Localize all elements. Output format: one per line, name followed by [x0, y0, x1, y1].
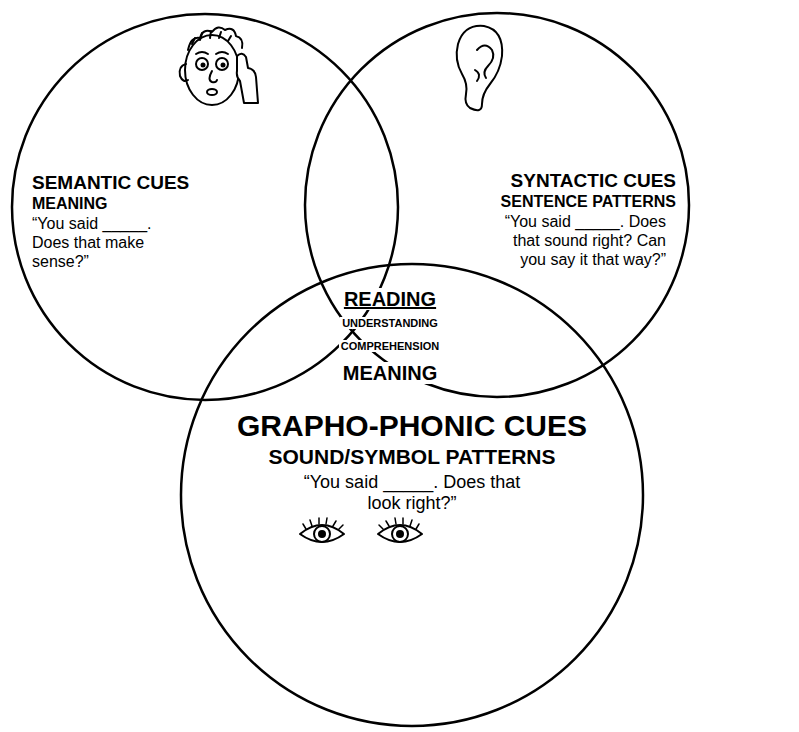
- eye-pupil: [318, 530, 326, 538]
- face-eye: [196, 58, 208, 70]
- eyes-icon: [300, 518, 422, 542]
- circle-outline: [181, 264, 643, 726]
- eye-lashes: [379, 518, 419, 529]
- prompt-question: “You said _____. Does that sound right? …: [501, 213, 666, 270]
- eye-pupil: [396, 530, 404, 538]
- center-label: MEANING: [341, 362, 439, 384]
- thinking-face-icon: [180, 27, 258, 105]
- prompt-question: “You said _____. Does that make sense?”: [32, 215, 172, 272]
- ear-icon: [457, 26, 503, 110]
- face-eye: [216, 58, 228, 70]
- prompt-question: “You said _____. Does that look right?”: [292, 472, 532, 514]
- ear-outline: [457, 26, 503, 110]
- eye-outline: [300, 525, 344, 542]
- face-pupil: [221, 63, 226, 68]
- center-label: COMPREHENSION: [339, 340, 441, 352]
- cue-circle: GRAPHO-PHONIC CUESSOUND/SYMBOL PATTERNS“…: [178, 261, 646, 729]
- hair-strands: [192, 31, 231, 44]
- hair-scribble: [188, 27, 242, 50]
- face-brows: [196, 52, 228, 54]
- cue-subheading: SENTENCE PATTERNS: [501, 193, 676, 212]
- ear-lobe-fold: [475, 70, 479, 81]
- face-outline: [185, 35, 239, 105]
- eye-iris: [392, 526, 408, 542]
- pointing-hand: [237, 54, 258, 103]
- face-mouth: [207, 89, 217, 95]
- cue-heading: GRAPHO-PHONIC CUES: [237, 408, 587, 443]
- circle-outline: [305, 13, 689, 397]
- cue-heading: SYNTACTIC CUES: [511, 170, 676, 192]
- cue-subheading: MEANING: [32, 195, 108, 214]
- eye-lashes: [303, 518, 343, 529]
- face-ear: [180, 64, 188, 81]
- eye-outline: [378, 525, 422, 542]
- center-label: READING: [342, 288, 438, 310]
- eye-iris: [314, 526, 330, 542]
- cue-subheading: SOUND/SYMBOL PATTERNS: [268, 445, 555, 470]
- face-nose: [210, 71, 218, 82]
- face-pupil: [201, 63, 206, 68]
- cue-heading: SEMANTIC CUES: [32, 172, 189, 194]
- center-label: UNDERSTANDING: [340, 317, 440, 329]
